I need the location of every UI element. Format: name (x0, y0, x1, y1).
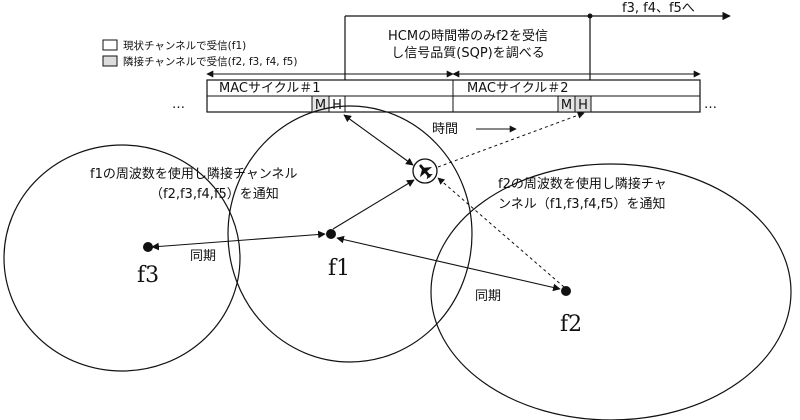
legend-swatch-current (102, 39, 118, 51)
dashed-link-f2-terminal (437, 177, 565, 288)
legend-label-current: 現状チャンネルで受信(f1) (123, 39, 246, 52)
next-channels-text: f3, f4、f5へ (622, 1, 695, 16)
dashed-connections (437, 111, 585, 288)
node-f3 (143, 242, 153, 252)
legend-swatch-adjacent (102, 55, 118, 67)
legend-label-adjacent: 隣接チャンネルで受信(f2, f3, f4, f5) (123, 55, 297, 68)
cell-f1-ellipse (227, 105, 473, 363)
f1-notice-line-2: （f2,f3,f4,f5）を通知 (150, 186, 279, 202)
sync-line-f3-f1 (151, 230, 326, 251)
time-label: 時間 (432, 122, 458, 137)
airplane-icon (412, 158, 438, 184)
ellipsis-left: … (172, 97, 185, 112)
cycle-1-label: MACサイクル＃1 (219, 81, 321, 96)
slot-h-2-label: H (578, 98, 588, 113)
bracket-dot (587, 13, 593, 19)
link-f1-terminal (332, 179, 415, 230)
slot-h-1 (328, 95, 346, 113)
slot-m-2-label: M (561, 98, 572, 113)
cycle-2-label: MACサイクル＃2 (467, 81, 569, 96)
node-f2 (561, 286, 571, 296)
slot-m-1-label: M (315, 98, 326, 113)
title-line-1: HCMの時間帯のみf2を受信 (388, 29, 548, 44)
title-line-2: し信号品質(SQP)を調べる (391, 46, 544, 61)
timeline-bar (206, 79, 701, 113)
cell-f3-ellipse (3, 144, 241, 372)
sync-line-f1-f2 (336, 235, 561, 292)
node-f2-label: f2 (560, 312, 582, 337)
f2-notice-line-2: ンネル（f1,f3,f4,f5）を通知 (498, 196, 666, 212)
dashed-link-terminal-h2 (437, 111, 585, 168)
sync-label-right: 同期 (475, 289, 501, 304)
legend: 現状チャンネルで受信(f1) 隣接チャンネルで受信(f2, f3, f4, f5… (102, 39, 297, 68)
cell-f2-ellipse (430, 163, 792, 420)
f1-notice-line-1: f1の周波数を使用し隣接チャンネル (90, 166, 297, 182)
f2-notice-line-1: f2の周波数を使用し隣接チャ (498, 176, 667, 192)
node-f1-label: f1 (328, 256, 350, 281)
connections (151, 114, 561, 292)
node-f1 (326, 229, 336, 239)
ellipsis-right: … (704, 97, 717, 112)
sync-label-left: 同期 (190, 249, 216, 264)
node-f3-label: f3 (137, 263, 159, 288)
link-h1-terminal (343, 114, 414, 166)
slot-h-1-label: H (332, 98, 342, 113)
